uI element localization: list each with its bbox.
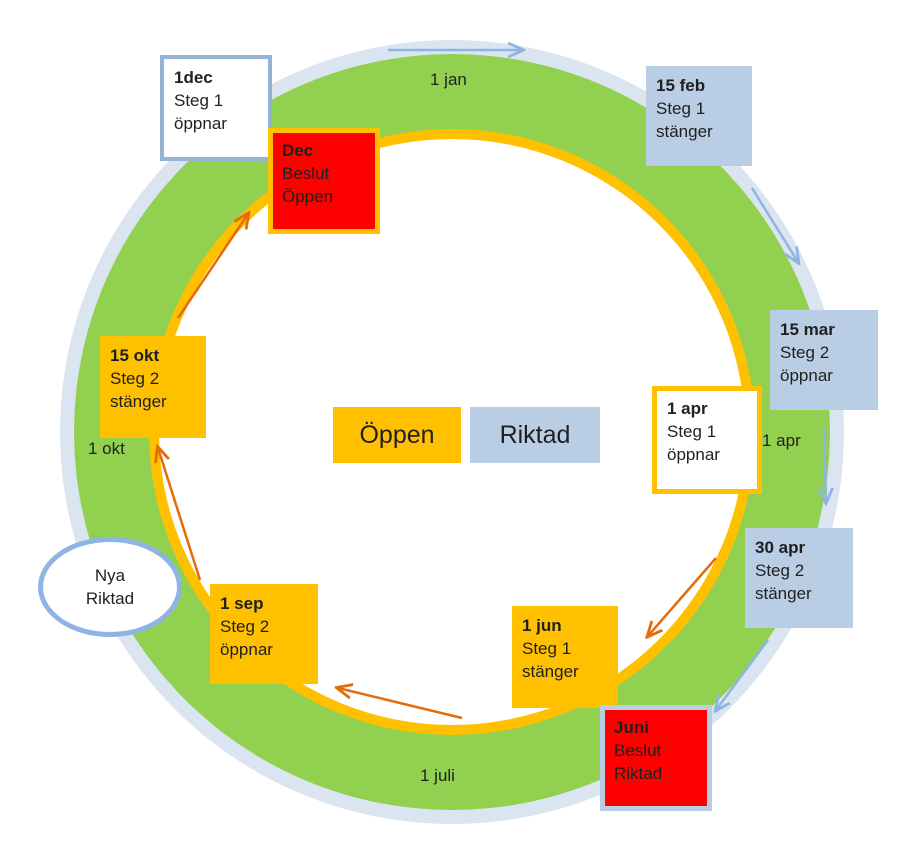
- box-line: öppnar: [667, 445, 720, 464]
- arrow-orange-apr-jun: [648, 557, 717, 636]
- box-title: 1dec: [174, 68, 213, 87]
- ellipse-line: Nya: [94, 566, 126, 585]
- arrow-orange-sep-okt: [158, 448, 202, 581]
- box-30apr-steg2-closes: 30 apr Steg 2 stänger: [745, 528, 853, 628]
- box-1dec-steg1-opens: 1dec Steg 1 öppnar: [160, 55, 272, 161]
- box-15okt-steg2-closes: 15 okt Steg 2 stänger: [100, 336, 206, 438]
- box-line: stänger: [755, 584, 812, 603]
- legend-targeted: Riktad: [470, 407, 600, 463]
- box-dec-decision-open: Dec Beslut Öppen: [268, 128, 380, 234]
- arrow-blue-feb-mar: [750, 187, 798, 262]
- label-1-jan: 1 jan: [430, 70, 467, 89]
- arrow-orange-okt-dec: [176, 214, 248, 319]
- box-line: Beslut: [614, 741, 662, 760]
- box-line: Steg 2: [110, 369, 160, 388]
- box-title: 15 mar: [780, 320, 835, 339]
- arrow-orange-jun-sep: [338, 688, 463, 720]
- box-line: öppnar: [780, 366, 833, 385]
- box-title: 15 okt: [110, 346, 160, 365]
- box-line: stänger: [656, 122, 713, 141]
- box-1jun-steg1-closes: 1 jun Steg 1 stänger: [512, 606, 618, 708]
- box-title: 30 apr: [755, 538, 806, 557]
- box-1sep-steg2-opens: 1 sep Steg 2 öppnar: [210, 584, 318, 684]
- box-title: Juni: [614, 718, 649, 737]
- new-targeted-ellipse: Nya Riktad: [38, 537, 182, 637]
- box-line: Steg 1: [522, 639, 572, 658]
- box-line: Steg 1: [174, 91, 224, 110]
- box-1apr-steg1-opens: 1 apr Steg 1 öppnar: [652, 386, 762, 494]
- box-15mar-steg2-opens: 15 mar Steg 2 öppnar: [770, 310, 878, 410]
- arrow-blue-mar-apr: [824, 427, 826, 502]
- box-15feb-steg1-closes: 15 feb Steg 1 stänger: [646, 66, 752, 166]
- ellipse-line: Riktad: [85, 589, 135, 608]
- box-line: Öppen: [282, 187, 334, 206]
- arrow-blue-apr-jun: [716, 639, 770, 710]
- box-line: Steg 2: [220, 617, 270, 636]
- box-title: 1 apr: [667, 399, 708, 418]
- box-title: 15 feb: [656, 76, 706, 95]
- box-line: stänger: [522, 662, 579, 681]
- box-juni-decision-targeted: Juni Beslut Riktad: [600, 705, 712, 811]
- label-1-juli: 1 juli: [420, 766, 455, 785]
- box-line: Beslut: [282, 164, 330, 183]
- box-line: Steg 1: [656, 99, 706, 118]
- box-title: Dec: [282, 141, 314, 160]
- label-1-okt: 1 okt: [88, 439, 125, 458]
- box-line: stänger: [110, 392, 167, 411]
- box-title: 1 sep: [220, 594, 264, 613]
- label-1-apr: 1 apr: [762, 431, 801, 450]
- legend-open: Öppen: [333, 407, 461, 463]
- box-line: öppnar: [220, 640, 273, 659]
- box-line: Steg 2: [755, 561, 805, 580]
- box-title: 1 jun: [522, 616, 562, 635]
- box-line: öppnar: [174, 114, 227, 133]
- box-line: Steg 2: [780, 343, 830, 362]
- box-line: Steg 1: [667, 422, 717, 441]
- box-line: Riktad: [614, 764, 663, 783]
